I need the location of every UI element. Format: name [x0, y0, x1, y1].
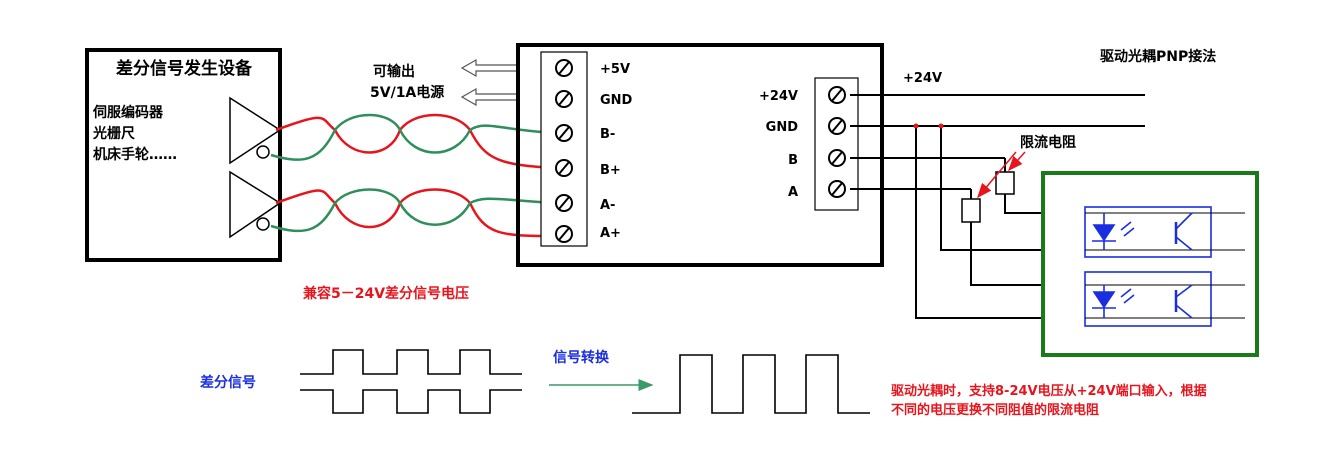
diff-signal-label: 差分信号	[200, 374, 256, 391]
line-driver-b	[229, 96, 282, 165]
terminal-label-a: A	[788, 185, 798, 200]
power-output-line1: 可输出	[373, 63, 415, 80]
resistor-a	[961, 198, 981, 223]
terminal-label-24v: +24V	[759, 89, 798, 104]
left-terminal-screw-2	[555, 90, 573, 108]
terminal-label-gnd-right: GND	[766, 120, 799, 135]
right-terminal-screw-1	[828, 86, 846, 104]
note-line-1: 驱动光耦时，支持8-24V电压从+24V端口输入，根据	[891, 383, 1207, 399]
left-terminal-block	[540, 51, 588, 247]
resistor-label: 限流电阻	[1020, 134, 1076, 151]
terminal-label-b-plus: B+	[600, 163, 621, 178]
right-title: 驱动光耦PNP接法	[1100, 48, 1216, 65]
output-waveform	[632, 354, 870, 414]
twisted-pair-a	[270, 188, 556, 238]
right-terminal-screw-2	[828, 117, 846, 135]
source-device-box	[85, 48, 282, 262]
terminal-label-a-plus: A+	[600, 226, 621, 241]
terminal-label-gnd-left: GND	[600, 93, 633, 108]
left-terminal-screw-3	[555, 124, 573, 142]
note-line-2: 不同的电压更换不同阻值的限流电阻	[891, 402, 1099, 418]
terminal-label-5v: +5V	[600, 62, 630, 77]
right-terminal-labels: +24V GND B A	[759, 89, 798, 200]
left-terminal-screw-5	[555, 194, 573, 212]
conversion-label: 信号转换	[553, 349, 610, 366]
converter-module	[516, 43, 884, 267]
left-terminal-screws	[555, 59, 573, 243]
right-terminal-screw-3	[828, 149, 846, 167]
left-terminal-labels: +5V GND B- B+ A- A+	[600, 62, 633, 241]
left-terminal-screw-6	[555, 225, 573, 243]
terminal-label-a-minus: A-	[600, 198, 615, 213]
compat-label: 兼容5－24V差分信号电压	[303, 285, 469, 302]
output-wiring	[850, 94, 1145, 319]
resistor-arrow-b	[1008, 151, 1026, 172]
gnd-junction-2	[938, 123, 944, 129]
source-item-encoder: 伺服编码器	[92, 104, 164, 121]
terminal-label-b-minus: B-	[600, 127, 615, 142]
terminal-label-b: B	[788, 153, 798, 168]
power-output-arrow-gnd	[460, 87, 519, 107]
diff-waveform	[300, 349, 522, 414]
twisted-pair-b	[270, 113, 556, 170]
source-device-title: 差分信号发生设备	[116, 58, 253, 79]
optocoupler-1	[1084, 206, 1245, 258]
right-terminal-screws	[828, 86, 846, 198]
supply-label: +24V	[903, 71, 942, 86]
gnd-junction-1	[913, 123, 919, 129]
optocoupler-board	[1041, 171, 1259, 357]
power-output-arrow-5v	[460, 58, 519, 78]
line-driver-a	[229, 170, 282, 239]
source-item-handwheel: 机床手轮……	[93, 146, 177, 163]
right-terminal-screw-4	[828, 180, 846, 198]
resistor-b	[995, 171, 1015, 195]
source-item-grating: 光栅尺	[92, 125, 135, 142]
power-output-line2: 5V/1A电源	[370, 84, 444, 101]
resistor-arrow-a	[977, 151, 1017, 199]
optocoupler-2	[1084, 271, 1245, 327]
left-terminal-screw-4	[555, 159, 573, 177]
left-terminal-screw-1	[555, 59, 573, 77]
